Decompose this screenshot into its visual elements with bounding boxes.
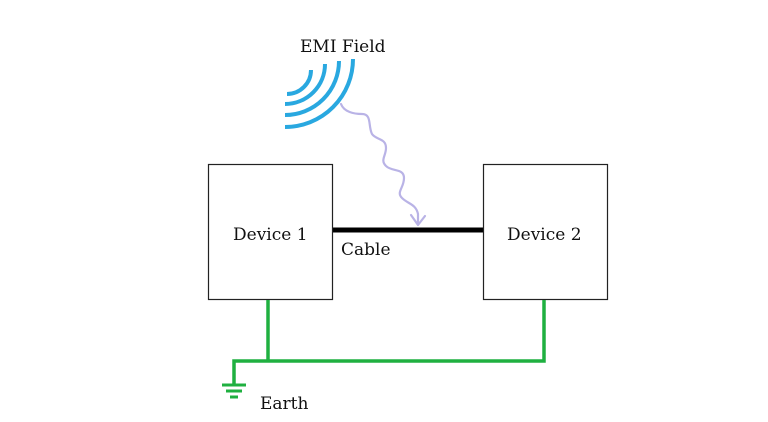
radio-waves-icon xyxy=(284,58,355,129)
emi-wave-2 xyxy=(284,63,327,106)
ground-wire-device-2 xyxy=(232,300,546,384)
emi-wave-1 xyxy=(286,69,313,96)
earth-label: Earth xyxy=(260,394,309,414)
emi-wave-4 xyxy=(284,58,355,129)
emi-field-label: EMI Field xyxy=(300,37,386,57)
cable-label: Cable xyxy=(341,240,391,260)
ground-wiring xyxy=(232,300,546,384)
interference-squiggle xyxy=(339,102,420,226)
device-1-label: Device 1 xyxy=(233,225,308,245)
interference-arrowhead xyxy=(409,213,427,227)
earth-ground-icon xyxy=(222,383,246,399)
device-2-label: Device 2 xyxy=(507,225,582,245)
device-1-box xyxy=(207,163,334,301)
emi-wave-3 xyxy=(284,60,341,117)
interference-path xyxy=(339,102,427,227)
device-2-box xyxy=(482,163,609,301)
